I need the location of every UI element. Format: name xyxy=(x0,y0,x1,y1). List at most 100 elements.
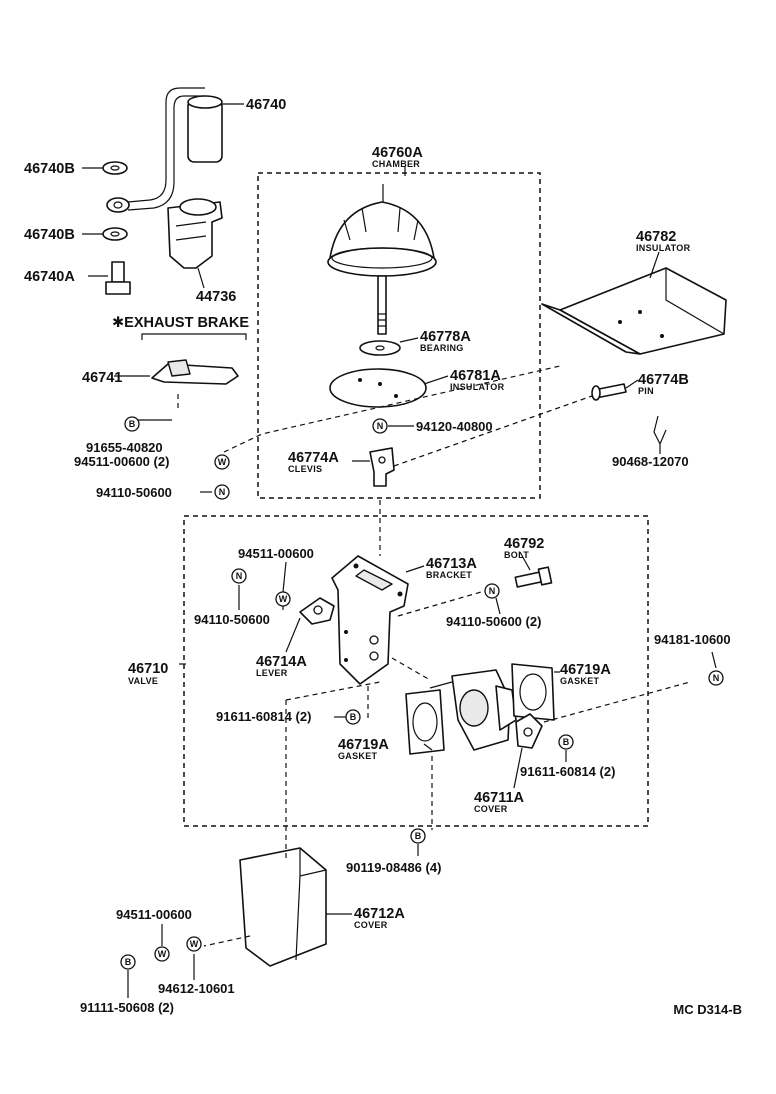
bolt-symbol-91611-right: B xyxy=(558,734,574,750)
caption-cover-2: COVER xyxy=(354,920,388,930)
washer-46740B-lower-drawing xyxy=(102,227,128,241)
insulator-46781A-drawing xyxy=(329,368,427,408)
tube-assembly-drawing xyxy=(106,87,223,213)
label-46740: 46740 xyxy=(246,97,286,113)
label-46760A: 46760A xyxy=(372,145,423,161)
chamber-46760A-drawing xyxy=(327,184,437,335)
gasket-46719A-right-drawing xyxy=(511,663,555,721)
nut-symbol-94110-b: N xyxy=(231,568,247,584)
label-46740B-upper: 46740B xyxy=(24,161,75,177)
leader-lines xyxy=(82,103,717,998)
bolt-symbol-91111: B xyxy=(120,954,136,970)
svg-text:B: B xyxy=(125,957,132,967)
label-90468-12070: 90468-12070 xyxy=(612,454,689,469)
caption-pin: PIN xyxy=(638,386,654,396)
bolt-symbol-90119: B xyxy=(410,828,426,844)
nut-symbol-94110-a: N xyxy=(214,484,230,500)
label-94110-50600-c: 94110-50600 (2) xyxy=(446,614,541,629)
svg-text:W: W xyxy=(279,594,288,604)
bolt-symbol-91655: B xyxy=(124,416,140,432)
svg-text:N: N xyxy=(236,571,243,581)
caption-cover-1: COVER xyxy=(474,804,508,814)
label-46714A: 46714A xyxy=(256,654,307,670)
caption-bearing: BEARING xyxy=(420,343,464,353)
gasket-46719A-left-drawing xyxy=(405,689,445,755)
label-46774B: 46774B xyxy=(638,372,689,388)
caption-bolt: BOLT xyxy=(504,550,529,560)
label-94511-00600-2: 94511-00600 (2) xyxy=(74,454,169,469)
nut-symbol-94110-c: N xyxy=(484,583,500,599)
svg-text:B: B xyxy=(350,712,357,722)
svg-text:W: W xyxy=(218,457,227,467)
label-46713A: 46713A xyxy=(426,556,477,572)
label-90119-08486: 90119-08486 (4) xyxy=(346,860,441,875)
label-94110-50600-b: 94110-50600 xyxy=(194,612,270,627)
label-94181-10600: 94181-10600 xyxy=(654,632,731,647)
label-91611-60814-right: 91611-60814 (2) xyxy=(520,764,615,779)
washer-symbol-94511-b: W xyxy=(275,591,291,607)
cover-46711A-drawing xyxy=(515,713,543,749)
label-94511-00600-c: 94511-00600 xyxy=(116,907,192,922)
washer-symbol-94511-a: W xyxy=(214,454,230,470)
bracket-46741-drawing xyxy=(151,359,239,385)
label-91111-50608: 91111-50608 (2) xyxy=(80,1000,174,1015)
bolt-symbol-91611-left: B xyxy=(345,709,361,725)
caption-insulator-2: INSULATOR xyxy=(636,243,691,253)
caption-chamber: CHAMBER xyxy=(372,159,420,169)
svg-text:N: N xyxy=(489,586,496,596)
bolt-46792-drawing xyxy=(514,566,553,588)
label-44736: 44736 xyxy=(196,289,236,305)
svg-text:W: W xyxy=(158,949,167,959)
label-46782: 46782 xyxy=(636,229,676,245)
label-46711A: 46711A xyxy=(474,790,525,806)
caption-gasket-left: GASKET xyxy=(338,751,378,761)
caption-valve: VALVE xyxy=(128,676,158,686)
bracket-46713A-drawing xyxy=(331,555,409,685)
label-46741: 46741 xyxy=(82,370,122,386)
chamber-group-frame xyxy=(257,172,541,499)
label-46740B-lower: 46740B xyxy=(24,227,75,243)
label-94110-50600-a: 94110-50600 xyxy=(96,485,172,500)
washer-46740B-upper-drawing xyxy=(102,161,128,175)
label-46712A: 46712A xyxy=(354,906,405,922)
lever-46714A-drawing xyxy=(299,597,335,625)
pin-46774B-drawing xyxy=(591,383,627,401)
nut-symbol-94120: N xyxy=(372,418,388,434)
label-91611-60814-left: 91611-60814 (2) xyxy=(216,709,311,724)
nut-symbol-94181: N xyxy=(708,670,724,686)
caption-gasket-right: GASKET xyxy=(560,676,600,686)
label-exhaust-brake: ✱EXHAUST BRAKE xyxy=(112,315,249,331)
caption-clevis: CLEVIS xyxy=(288,464,322,474)
clip-90468-drawing xyxy=(653,415,667,446)
label-46740A: 46740A xyxy=(24,269,75,285)
valve-body-drawing xyxy=(429,669,517,751)
caption-insulator-1: INSULATOR xyxy=(450,382,505,392)
label-46774A: 46774A xyxy=(288,450,339,466)
svg-text:B: B xyxy=(415,831,422,841)
caption-bracket: BRACKET xyxy=(426,570,472,580)
label-46710: 46710 xyxy=(128,661,168,677)
bearing-46778A-drawing xyxy=(359,340,401,356)
svg-text:B: B xyxy=(129,419,136,429)
svg-text:N: N xyxy=(713,673,720,683)
label-91655-40820: 91655-40820 xyxy=(86,440,163,455)
diagram-code: MC D314-B xyxy=(673,1002,742,1017)
washer-symbol-94511-c: W xyxy=(154,946,170,962)
washer-symbol-94612: W xyxy=(186,936,202,952)
svg-text:N: N xyxy=(219,487,226,497)
cover-46712A-drawing xyxy=(239,847,327,967)
insulator-46782-drawing xyxy=(541,267,727,355)
clevis-46774A-drawing xyxy=(369,447,395,487)
exhaust-brake-bracket-line xyxy=(141,333,247,340)
svg-text:W: W xyxy=(190,939,199,949)
label-46719A-left: 46719A xyxy=(338,737,389,753)
svg-text:N: N xyxy=(377,421,384,431)
label-94612-10601: 94612-10601 xyxy=(158,981,235,996)
label-46781A: 46781A xyxy=(450,368,501,384)
caption-lever: LEVER xyxy=(256,668,288,678)
label-46719A-right: 46719A xyxy=(560,662,611,678)
bolt-46740A-drawing xyxy=(105,261,131,295)
label-46778A: 46778A xyxy=(420,329,471,345)
